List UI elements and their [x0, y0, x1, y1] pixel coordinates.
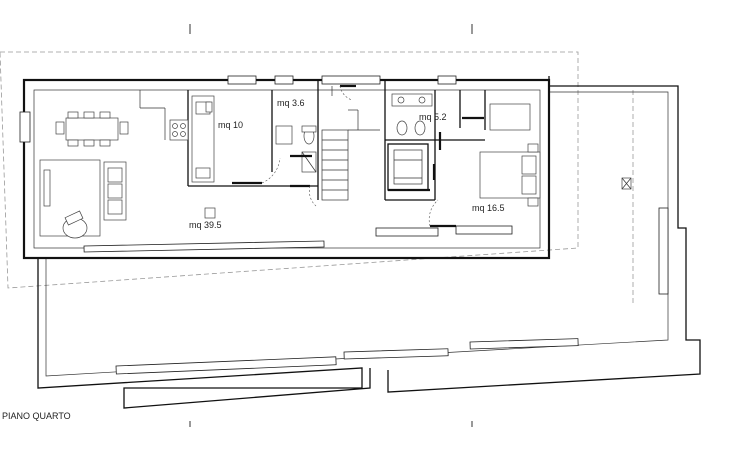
staircase [321, 86, 380, 201]
room-label-living: mq 39.5 [189, 220, 222, 230]
upper-floor-outline [0, 51, 579, 289]
room-label-bedroom: mq 16.5 [472, 203, 505, 213]
floor-title: PIANO QUARTO [2, 411, 71, 421]
axis-ticks [189, 24, 473, 427]
doors [232, 84, 484, 228]
room-label-kitchen: mq 10 [218, 120, 243, 130]
bedroom-furniture [479, 103, 541, 207]
bath-fixtures [391, 93, 433, 136]
elevator [387, 143, 429, 191]
sofas [39, 159, 127, 239]
room-label-bath: mq 5.2 [419, 112, 447, 122]
windows-bottom [83, 207, 669, 375]
cross-marker [621, 177, 632, 190]
dining-table [55, 111, 129, 147]
room-label-wc: mq 3.6 [277, 98, 305, 108]
windows-top [19, 75, 457, 143]
wc-fixtures [275, 125, 317, 173]
marker-square [204, 207, 216, 219]
kitchen-fittings [169, 95, 215, 183]
